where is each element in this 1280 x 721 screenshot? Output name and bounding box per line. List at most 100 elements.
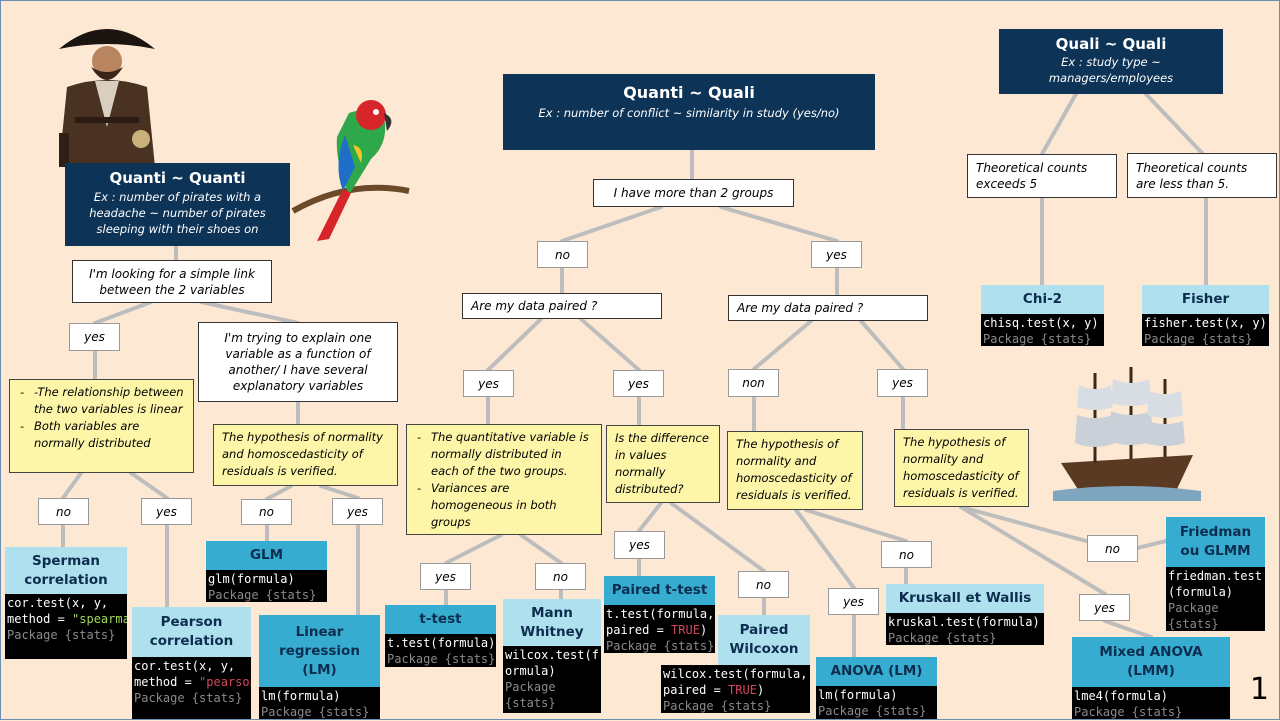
code-text: t.test(formula, paired = [606, 607, 715, 637]
condition-item: Both variables are normally distributed [20, 418, 185, 452]
question-explain: I'm trying to explain one variable as a … [198, 322, 398, 402]
code-package: Package {stats} [663, 699, 772, 713]
test-title-kruskal: Kruskall et Wallis [886, 584, 1044, 613]
code-package: Package {stats} [888, 631, 997, 645]
condition-diff: Is the difference in values normally dis… [606, 425, 720, 503]
answer-non: non [728, 369, 779, 397]
test-title-glm: GLM [206, 541, 327, 570]
code-package: Package {stats} [134, 691, 243, 705]
header-quanti-quali: Quanti ~ Quali Ex : number of conflict ~… [503, 74, 875, 150]
code-package: Package {stats} [505, 680, 556, 710]
test-title-mann: Mann Whitney [503, 599, 601, 646]
answer-yes: yes [613, 370, 664, 397]
test-title-lm: Linear regression (LM) [259, 615, 380, 687]
code-text: cor.test(x, y, method = [7, 596, 109, 626]
pirate-ship-icon [1053, 367, 1201, 501]
condition-item: Variances are homogeneous in both groups [417, 480, 593, 531]
header-title: Quanti ~ Quanti [109, 169, 246, 187]
answer-yes: yes [811, 241, 862, 268]
code-package: Package {stats} [1074, 705, 1183, 719]
header-subtitle: Ex : number of conflict ~ similarity in … [538, 106, 840, 120]
answer-no: no [881, 541, 932, 568]
condition-item: -The relationship between the two variab… [20, 384, 185, 418]
code-package: Package {stats} [387, 652, 496, 666]
code-text: fisher.test(x, y) [1144, 316, 1267, 330]
pirate-captain-icon [59, 29, 155, 167]
question-paired-left: Are my data paired ? [462, 293, 662, 319]
code-string: "spearman" [72, 612, 127, 626]
answer-yes: yes [1079, 594, 1130, 621]
answer-yes: yes [332, 498, 383, 525]
code-package: Package {stats} [7, 628, 116, 642]
code-text: chisq.test(x, y) [983, 316, 1099, 330]
code-glm: glm(formula) Package {stats} [206, 570, 327, 602]
answer-no: no [535, 563, 586, 590]
code-text: glm(formula) [208, 572, 295, 586]
code-text: friedman.test (formula) [1168, 569, 1262, 599]
question-more-groups: I have more than 2 groups [593, 179, 794, 207]
code-text: wilcox.test(formula, paired = [663, 667, 808, 697]
test-title-fisher: Fisher [1142, 285, 1269, 314]
answer-no: no [241, 499, 292, 525]
test-title-paired-t: Paired t-test [604, 576, 715, 605]
condition-item: The quantitative variable is normally di… [417, 429, 593, 480]
test-title-sperman: Sperman correlation [5, 547, 127, 594]
code-kruskal: kruskal.test(formula) Package {stats} [886, 613, 1044, 645]
code-sperman: cor.test(x, y, method = "spearman")Packa… [5, 594, 127, 659]
header-title: Quanti ~ Quali [623, 83, 755, 102]
test-title-chi2: Chi-2 [981, 285, 1104, 314]
code-package: Package {stats} [818, 704, 927, 718]
condition-linear: -The relationship between the two variab… [9, 379, 194, 473]
code-ttest: t.test(formula) Package {stats} [385, 634, 496, 667]
answer-yes: yes [420, 563, 471, 590]
answer-no: no [1087, 535, 1138, 562]
code-friedman: friedman.test (formula)Package {stats} [1166, 567, 1265, 631]
test-title-friedman: Friedman ou GLMM [1166, 517, 1265, 567]
code-keyword: TRUE [671, 623, 700, 637]
code-package: Package {stats} [208, 588, 317, 602]
code-text: kruskal.test(formula) [888, 615, 1040, 629]
code-package: Package {stats} [1144, 332, 1253, 346]
header-subtitle: Ex : study type ~ managers/employees [1048, 55, 1174, 85]
code-text: t.test(formula) [387, 636, 496, 650]
code-text: ) [756, 683, 765, 697]
parrot-icon [291, 100, 410, 241]
code-text: lm(formula) [818, 688, 898, 702]
answer-yes: yes [828, 588, 879, 615]
code-package: Package {stats} [1168, 601, 1219, 631]
code-chi2: chisq.test(x, y)Package {stats} [981, 314, 1104, 346]
condition-glm: The hypothesis of normality and homosced… [213, 424, 398, 486]
answer-yes: yes [463, 370, 514, 397]
code-paired-w: wilcox.test(formula, paired = TRUE)Packa… [661, 665, 810, 713]
code-anova: lm(formula) Package {stats} [816, 686, 937, 719]
question-paired-right: Are my data paired ? [728, 295, 928, 321]
header-quali-quali: Quali ~ Quali Ex : study type ~ managers… [999, 29, 1223, 94]
answer-yes: yes [614, 531, 665, 559]
condition-anova: The hypothesis of normality and homosced… [727, 431, 863, 510]
condition-ttest: The quantitative variable is normally di… [406, 424, 602, 535]
code-paired-t: t.test(formula, paired = TRUE)Package {s… [604, 605, 715, 653]
code-mann: wilcox.test(f ormula)Package {stats} [503, 646, 601, 713]
code-package: Package {stats} [261, 705, 370, 719]
code-fisher: fisher.test(x, y) Package {stats} [1142, 314, 1269, 346]
answer-no: no [738, 571, 789, 598]
question-counts-over-5: Theoretical counts exceeds 5 [967, 154, 1117, 198]
code-mixed: lme4(formula) Package {stats} [1072, 687, 1230, 719]
test-title-mixed: Mixed ANOVA (LMM) [1072, 637, 1230, 687]
answer-yes: yes [69, 323, 120, 351]
code-text: lme4(formula) [1074, 689, 1168, 703]
code-text: ) [699, 623, 708, 637]
code-pearson: cor.test(x, y, method = "pearson")Packag… [132, 657, 251, 719]
answer-yes: yes [877, 369, 928, 397]
question-simple-link: I'm looking for a simple link between th… [72, 260, 272, 303]
header-title: Quali ~ Quali [1055, 35, 1167, 53]
test-title-ttest: t-test [385, 605, 496, 634]
answer-no: no [38, 498, 89, 525]
test-title-pearson: Pearson correlation [132, 607, 251, 657]
header-quanti-quanti: Quanti ~ Quanti Ex : number of pirates w… [65, 163, 290, 246]
code-text: wilcox.test(f ormula) [505, 648, 599, 678]
code-text: cor.test(x, y, method = [134, 659, 236, 689]
answer-yes: yes [141, 498, 192, 525]
